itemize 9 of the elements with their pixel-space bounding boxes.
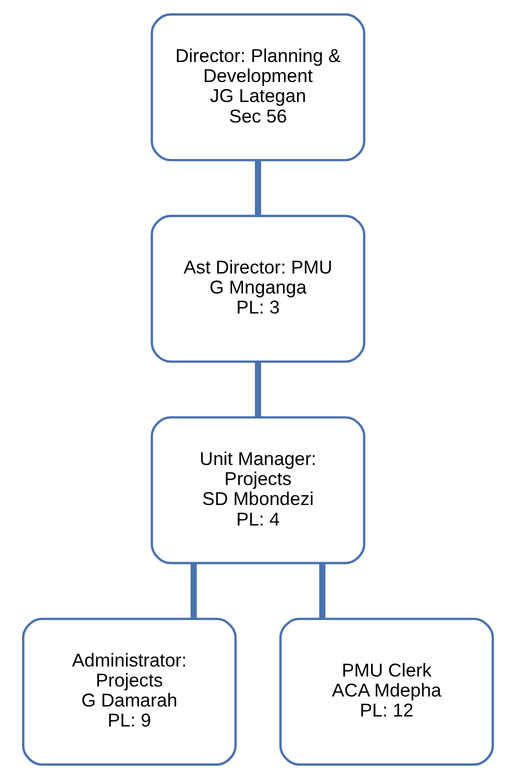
connector (318, 564, 325, 619)
node-box: PMU Clerk ACA Mdepha PL: 12 (278, 618, 494, 766)
node-box: Ast Director: PMU G Mnganga PL: 3 (150, 214, 365, 363)
connector (190, 564, 196, 619)
node-box: Unit Manager: Projects SD Mbondezi PL: 4 (150, 416, 365, 564)
connector (254, 160, 261, 216)
node-box: Director: Planning & Development JG Lategan Sec 56 (150, 13, 365, 162)
connector (254, 362, 261, 418)
node-box: Administrator: Projects G Damarah PL: 9 (22, 618, 236, 766)
